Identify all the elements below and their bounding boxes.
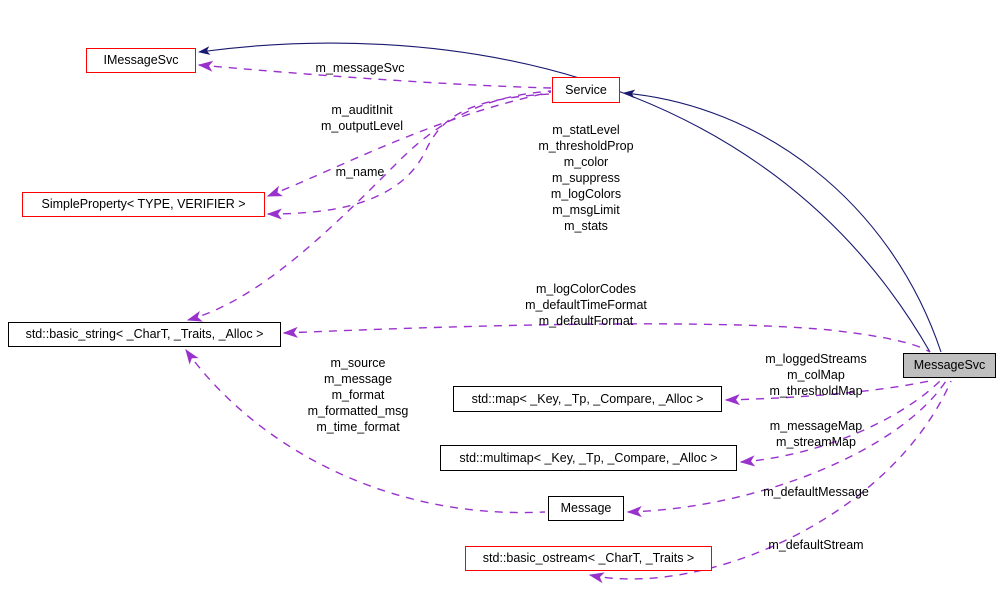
edge-label-m-logcolorcodes: m_logColorCodes m_defaultTimeFormat m_de…	[525, 282, 647, 328]
node-label: std::multimap< _Key, _Tp, _Compare, _All…	[459, 450, 718, 465]
edge-label-m-defaultmessage: m_defaultMessage	[763, 485, 869, 499]
edge-label-m-defaultstream: m_defaultStream	[768, 538, 864, 552]
edge-usage-defaultstream	[588, 380, 952, 584]
node-messagesvc[interactable]: MessageSvc	[903, 353, 996, 378]
edge-usage-loggedstreams	[724, 379, 935, 406]
edge-usage-messagemap	[739, 380, 941, 467]
edge-label-m-name: m_name	[335, 165, 385, 179]
edge-label-m-auditinit: m_auditInit m_outputLevel	[320, 103, 404, 133]
node-imessagesvc[interactable]: IMessageSvc	[86, 48, 196, 73]
edge-usage-logcolorcodes	[282, 323, 931, 353]
node-message[interactable]: Message	[548, 496, 624, 521]
edge-usage-name-string	[186, 90, 552, 322]
edge-label-m-messagesvc: m_messageSvc	[315, 61, 405, 75]
node-simpleproperty[interactable]: SimpleProperty< TYPE, VERIFIER >	[22, 192, 265, 217]
node-label: Message	[560, 501, 612, 516]
node-label: Service	[565, 82, 607, 97]
edge-usage-defaultmessage	[626, 380, 947, 518]
node-service[interactable]: Service	[552, 77, 620, 103]
edge-label-m-loggedstreams: m_loggedStreams m_colMap m_thresholdMap	[765, 352, 867, 398]
node-basic-string[interactable]: std::basic_string< _CharT, _Traits, _All…	[8, 322, 281, 347]
edge-usage-messagesvc	[197, 60, 552, 89]
node-label: std::basic_string< _CharT, _Traits, _All…	[25, 327, 264, 342]
edge-usage-name	[266, 93, 552, 220]
node-label: std::map< _Key, _Tp, _Compare, _Alloc >	[471, 391, 704, 406]
edge-label-m-messagemap: m_messageMap m_streamMap	[769, 419, 863, 449]
node-std-multimap[interactable]: std::multimap< _Key, _Tp, _Compare, _All…	[440, 445, 737, 471]
edge-usage-source	[185, 348, 546, 514]
edge-usage-auditinit	[266, 91, 552, 197]
node-basic-ostream[interactable]: std::basic_ostream< _CharT, _Traits >	[465, 546, 712, 571]
edge-inherit-service	[623, 89, 942, 353]
edge-label-m-source: m_source m_message m_format m_formatted_…	[307, 356, 409, 434]
node-std-map[interactable]: std::map< _Key, _Tp, _Compare, _Alloc >	[453, 386, 722, 412]
edge-label-service-members: m_statLevel m_thresholdProp m_color m_su…	[538, 123, 634, 233]
node-label: std::basic_ostream< _CharT, _Traits >	[482, 551, 695, 566]
node-label: MessageSvc	[913, 358, 986, 373]
node-label: IMessageSvc	[103, 53, 179, 68]
node-label: SimpleProperty< TYPE, VERIFIER >	[41, 197, 246, 212]
